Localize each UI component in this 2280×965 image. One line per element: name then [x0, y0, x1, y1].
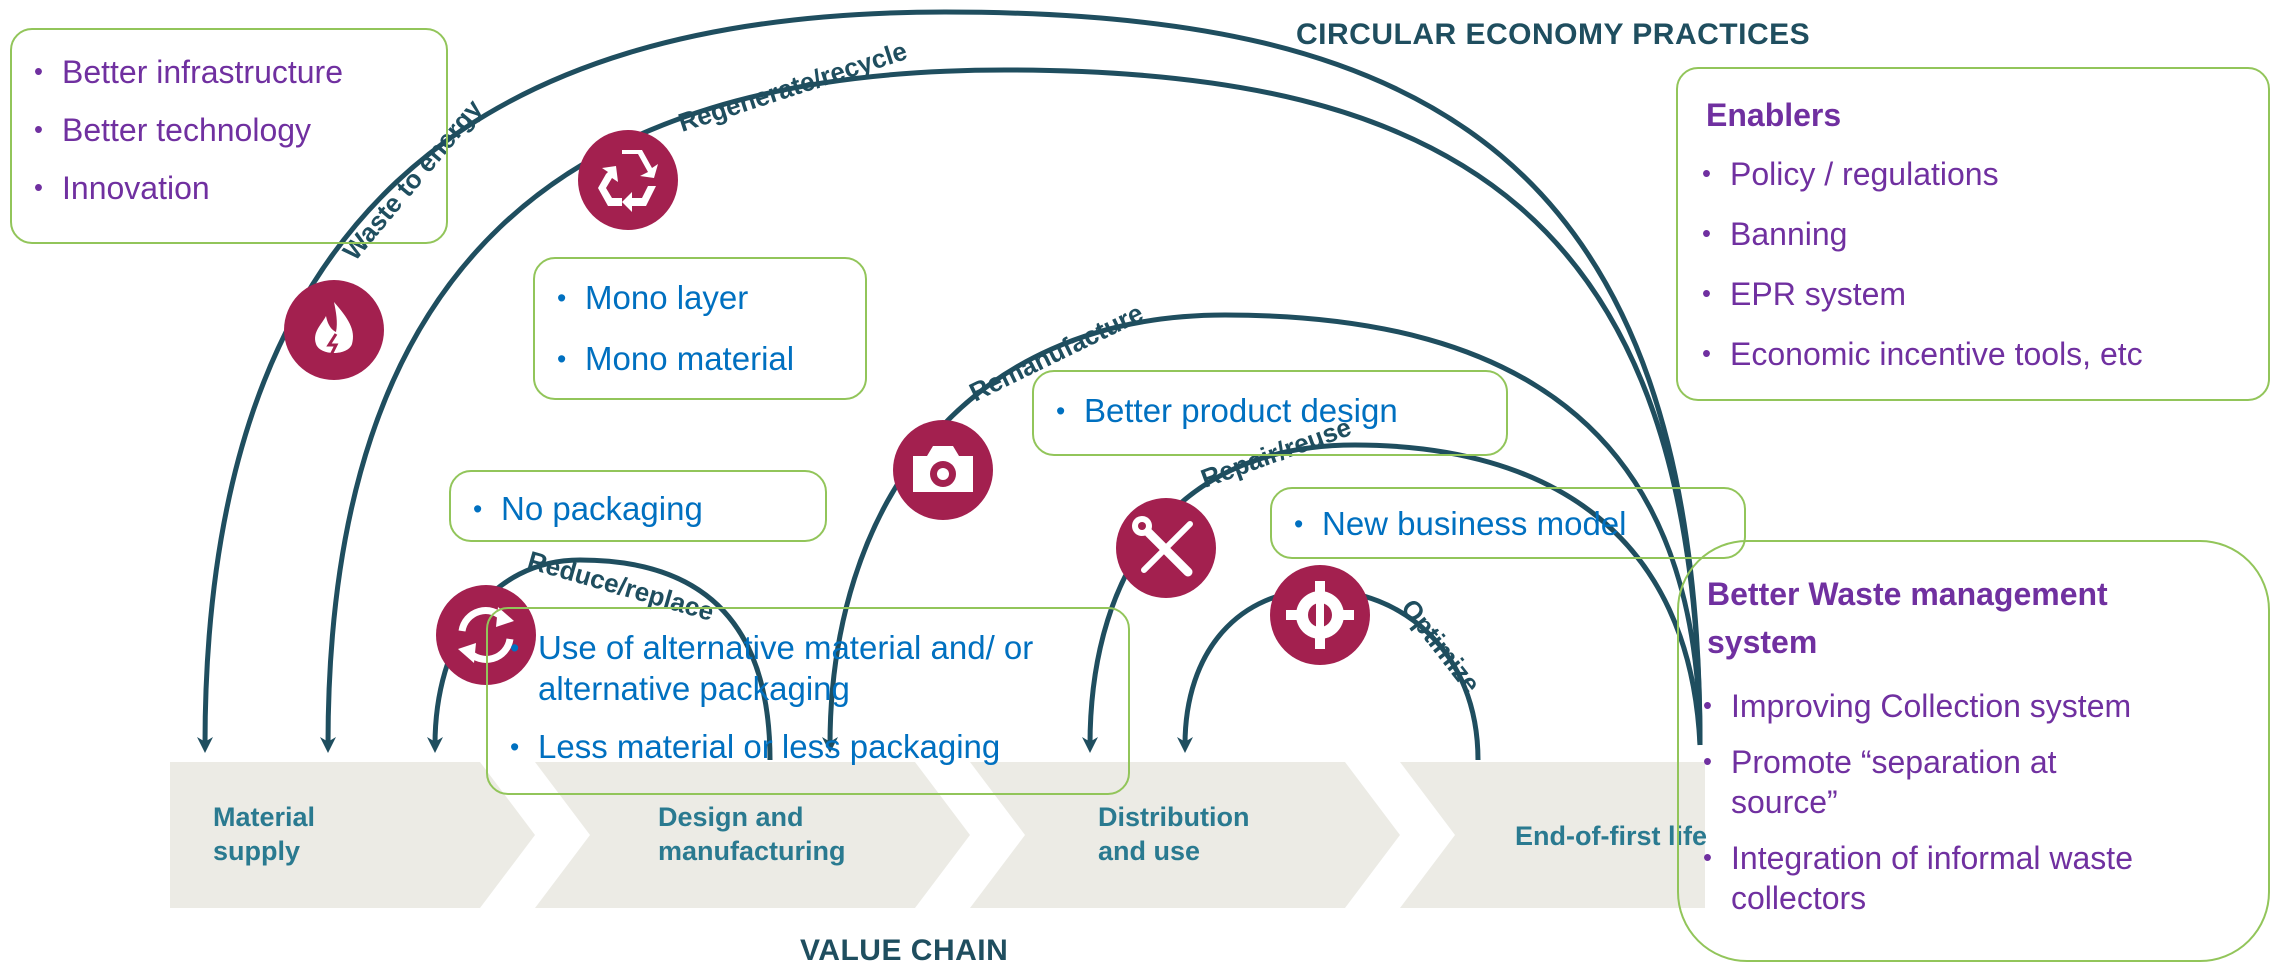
list-item: Improving Collection system [1699, 686, 2248, 727]
alternative-list: Use of alternative material and/ or alte… [506, 627, 1110, 769]
box-business-model: New business model [1270, 487, 1746, 559]
camera-gear-icon [893, 420, 993, 520]
enablers-title: Enablers [1706, 97, 1842, 133]
box-enablers: Enablers Policy / regulations Banning EP… [1676, 67, 2270, 401]
box-alternative: Use of alternative material and/ or alte… [486, 607, 1130, 795]
list-item: EPR system [1698, 274, 2248, 315]
gear-wrench-icon [1270, 565, 1370, 665]
list-item: Banning [1698, 214, 2248, 255]
box-no-packaging: No packaging [449, 470, 827, 542]
box-waste-management: Better Waste management system Improving… [1677, 540, 2270, 962]
list-item: No packaging [469, 488, 807, 531]
stage-label-3b: and use [1098, 836, 1200, 866]
chevron-distribution-use [970, 762, 1400, 908]
box-mono: Mono layer Mono material [533, 257, 867, 400]
box-infrastructure: Better infrastructure Better technology … [10, 28, 448, 244]
list-item: Integration of informal waste collectors [1699, 838, 2231, 918]
list-item: Less material or less packaging [506, 726, 1110, 769]
stage-label-3a: Distribution [1098, 802, 1249, 832]
stage-label-1a: Material [213, 802, 315, 832]
arc-label-regenerate-recycle: Regenerate/recycle [675, 35, 911, 137]
flame-icon [284, 280, 384, 380]
business-model-list: New business model [1290, 503, 1726, 546]
list-item: Better infrastructure [30, 52, 428, 93]
list-item: Mono material [553, 338, 847, 381]
no-packaging-list: No packaging [469, 488, 807, 531]
stage-label-4a: End-of-first life [1515, 821, 1707, 851]
stage-label-1b: supply [213, 836, 300, 866]
stage-label-2a: Design and [658, 802, 804, 832]
heading-circular-practices: CIRCULAR ECONOMY PRACTICES [1296, 18, 1810, 51]
value-chain-band [170, 762, 1705, 908]
chevron-material-supply [170, 762, 535, 908]
list-item: New business model [1290, 503, 1726, 546]
list-item: Better technology [30, 110, 428, 151]
chevron-end-of-first-life [1400, 762, 1705, 908]
mono-list: Mono layer Mono material [553, 277, 847, 381]
chevron-design-manufacturing [535, 762, 970, 908]
list-item: Promote “separation at source” [1699, 742, 2171, 822]
enablers-list: Policy / regulations Banning EPR system … [1698, 154, 2248, 375]
list-item: Innovation [30, 168, 428, 209]
arc-regenerate-recycle [320, 67, 1703, 753]
product-design-list: Better product design [1052, 390, 1488, 433]
infrastructure-list: Better infrastructure Better technology … [30, 52, 428, 209]
stage-label-2b: manufacturing [658, 836, 846, 866]
list-item: Use of alternative material and/ or alte… [506, 627, 1128, 710]
list-item: Economic incentive tools, etc [1698, 334, 2248, 375]
list-item: Mono layer [553, 277, 847, 320]
arc-repair-reuse [1082, 442, 1703, 753]
recycle-icon [578, 130, 678, 230]
heading-value-chain: VALUE CHAIN [800, 934, 1008, 965]
waste-management-title: Better Waste management system [1707, 576, 2108, 660]
arc-label-optimize: Optimize [1395, 593, 1486, 698]
list-item: Policy / regulations [1698, 154, 2248, 195]
wrench-screwdriver-icon [1116, 498, 1216, 598]
list-item: Better product design [1052, 390, 1488, 433]
box-product-design: Better product design [1032, 370, 1508, 456]
waste-management-list: Improving Collection system Promote “sep… [1699, 686, 2248, 918]
